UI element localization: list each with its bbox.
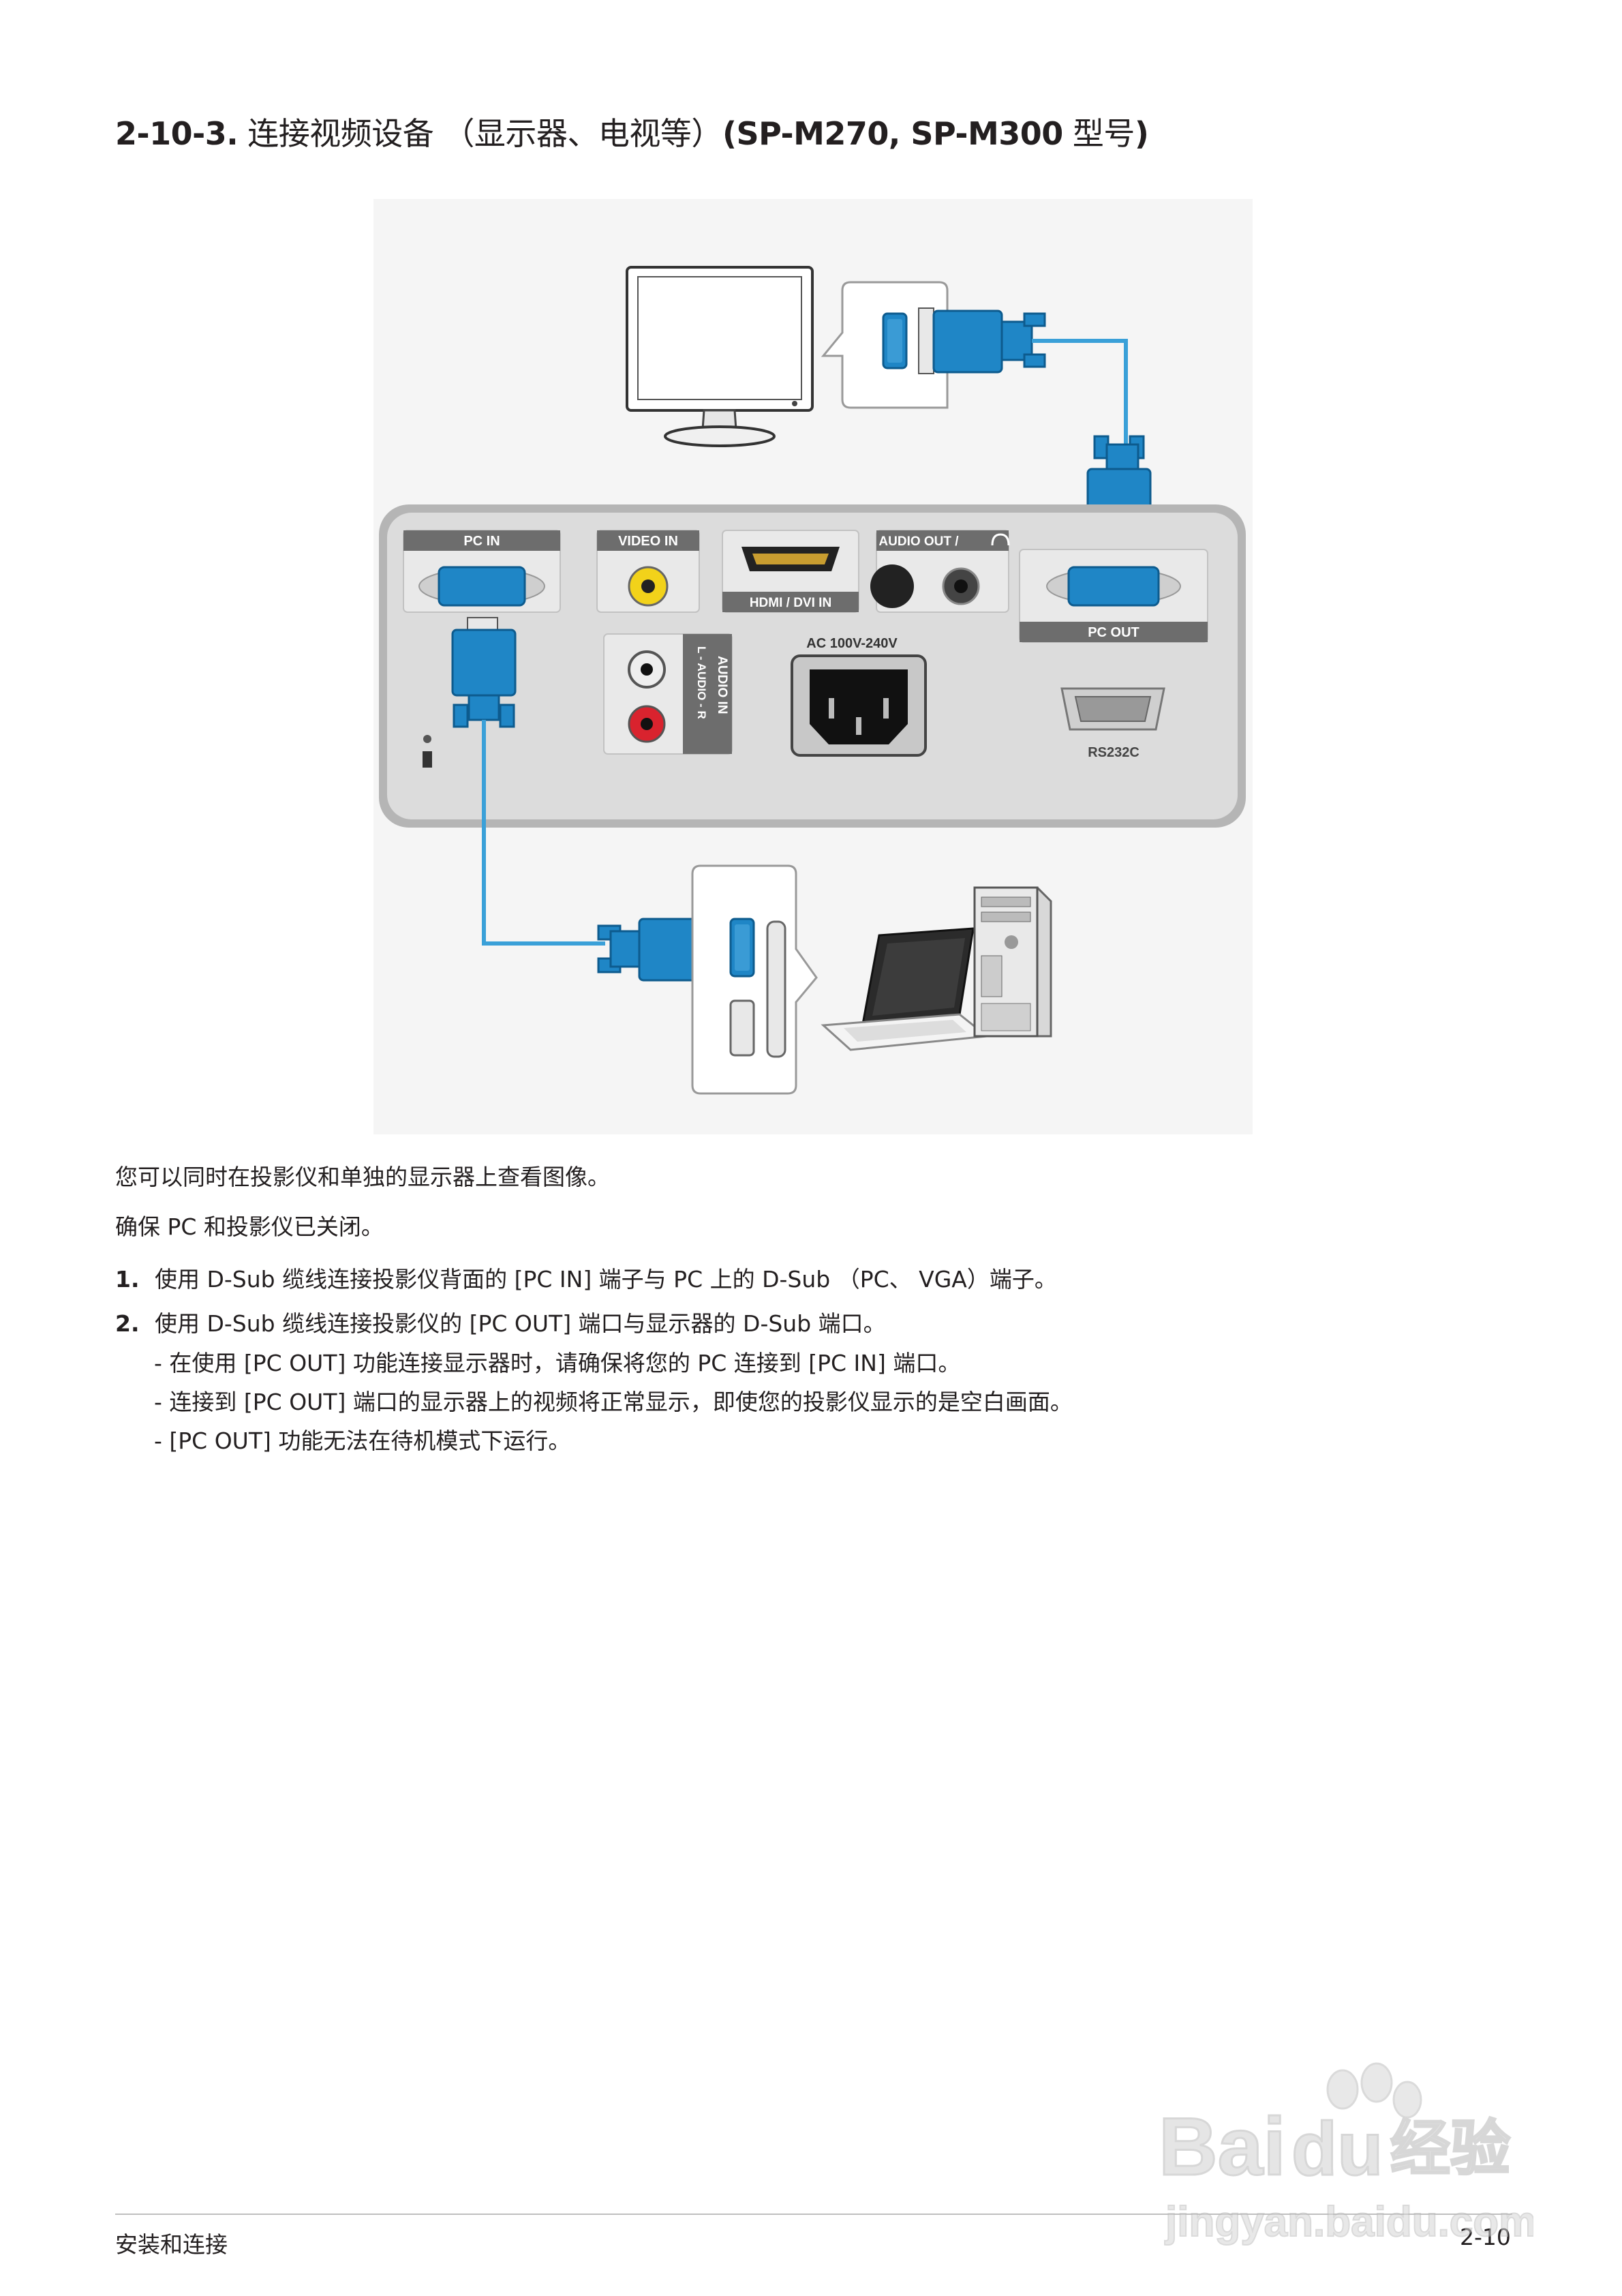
desktop-tower-illustration (973, 886, 1052, 1038)
vga-connector-pc-in (451, 617, 517, 728)
video-in-label: VIDEO IN (618, 534, 678, 549)
footer-divider (115, 2214, 1512, 2215)
step-number: 1. (115, 1266, 140, 1293)
projector-back-panel: PC IN VIDEO IN HDMI / DVI IN AUDIO OUT /… (379, 504, 1246, 828)
headphone-icon (991, 533, 1010, 546)
footer-page-number: 2-10 (1460, 2224, 1511, 2250)
baidu-watermark: Bai du 经验 jingyan.baidu.com (1158, 2062, 1533, 2246)
footer-section-name: 安装和连接 (115, 2231, 228, 2258)
svg-text:du: du (1291, 2107, 1383, 2191)
note-1: - 在使用 [PC OUT] 功能连接显示器时，请确保将您的 PC 连接到 [P… (154, 1350, 961, 1376)
page-title: 2-10-3. 连接视频设备 （显示器、电视等）(SP-M270, SP-M30… (115, 115, 1149, 152)
step-1: 1. 使用 D-Sub 缆线连接投影仪背面的 [PC IN] 端子与 PC 上的 … (115, 1268, 1057, 1290)
step-2: 2. 使用 D-Sub 缆线连接投影仪的 [PC OUT] 端口与显示器的 D-S… (115, 1312, 886, 1335)
intro-text: 您可以同时在投影仪和单独的显示器上查看图像。 (115, 1164, 610, 1190)
audio-lr-label: L - AUDIO - R (695, 646, 708, 719)
laptop-illustration (821, 927, 990, 1051)
step-text: 使用 D-Sub 缆线连接投影仪的 [PC OUT] 端口与显示器的 D-Sub… (155, 1310, 886, 1337)
hdmi-label: HDMI / DVI IN (750, 596, 831, 610)
monitor-illustration (626, 266, 814, 447)
pc-in-label: PC IN (463, 534, 500, 549)
pc-out-label: PC OUT (1088, 625, 1139, 640)
paw-logo-icon (1326, 2062, 1422, 2119)
svg-text:经验: 经验 (1390, 2113, 1510, 2184)
step-text: 使用 D-Sub 缆线连接投影仪背面的 [PC IN] 端子与 PC 上的 D-… (155, 1266, 1057, 1293)
audio-in-label: AUDIO IN (715, 656, 729, 714)
precondition-text: 确保 PC 和投影仪已关闭。 (115, 1213, 384, 1240)
audio-out-label: AUDIO OUT / (878, 534, 959, 549)
svg-text:jingyan.baidu.com: jingyan.baidu.com (1165, 2199, 1533, 2246)
ac-label: AC 100V-240V (806, 636, 898, 651)
pc-port-callout (691, 864, 818, 1095)
note-3: - [PC OUT] 功能无法在待机模式下运行。 (154, 1428, 571, 1454)
note-2: - 连接到 [PC OUT] 端口的显示器上的视频将正常显示，即使您的投影仪显示… (154, 1389, 1073, 1415)
monitor-port-callout (821, 281, 949, 409)
svg-text:Bai: Bai (1159, 2101, 1286, 2192)
lock-icon (423, 751, 432, 768)
rs232c-label: RS232C (1088, 745, 1139, 760)
step-number: 2. (115, 1310, 140, 1337)
connection-diagram: PC IN VIDEO IN HDMI / DVI IN AUDIO OUT /… (373, 199, 1253, 1134)
vga-connector-monitor (918, 307, 1046, 374)
